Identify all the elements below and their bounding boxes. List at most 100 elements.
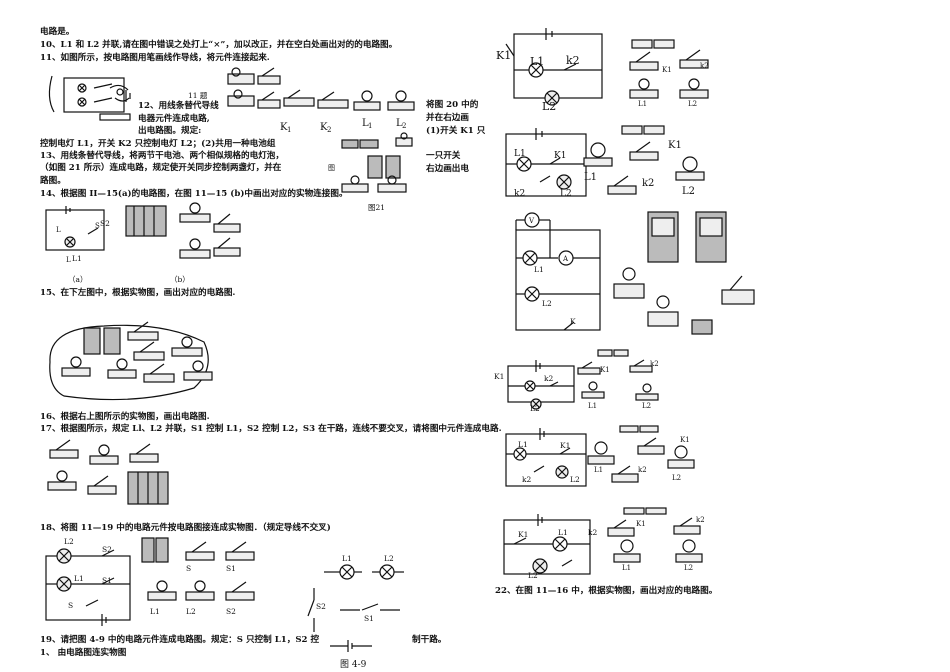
text-line: 路图。 bbox=[40, 176, 66, 186]
svg-text:L2: L2 bbox=[684, 564, 693, 572]
svg-text:L2: L2 bbox=[672, 474, 681, 482]
label-S1: S1 bbox=[102, 576, 112, 585]
svg-text:k2: k2 bbox=[650, 360, 659, 368]
label-K1: K1 bbox=[560, 441, 571, 450]
real-components-fig21: 图 bbox=[328, 132, 413, 193]
label-L1: L1 bbox=[530, 55, 545, 68]
label-L1: L1 bbox=[72, 254, 82, 263]
svg-text:K1: K1 bbox=[662, 66, 672, 74]
question-19: 19、请把图 4-9 中的电路元件连成电路图。规定：S 只控制 L1，S2 控 bbox=[40, 635, 320, 645]
label-L2: L2 bbox=[384, 554, 394, 563]
svg-text:k2: k2 bbox=[638, 466, 647, 474]
text-line: 并在右边画 bbox=[426, 113, 469, 123]
label-S: S bbox=[186, 564, 192, 573]
svg-text:K1: K1 bbox=[636, 520, 646, 528]
svg-text:K: K bbox=[320, 122, 328, 133]
symbols-fig4-9 bbox=[307, 564, 404, 652]
label-k2: k2 bbox=[514, 189, 526, 199]
svg-text:2: 2 bbox=[402, 122, 406, 130]
svg-text:L2: L2 bbox=[682, 186, 695, 197]
text-line: (1)开关 K1 只 bbox=[426, 126, 486, 136]
label-k2: k2 bbox=[566, 54, 580, 67]
real-components-q11 bbox=[99, 84, 131, 121]
svg-text:图: 图 bbox=[328, 164, 335, 172]
circuit-diagram-right-5 bbox=[505, 428, 587, 487]
svg-text:k2: k2 bbox=[696, 516, 705, 524]
question-14: 14、根据图 II—15(a)的电路图，在图 11—15 (b)中画出对应的实物… bbox=[40, 189, 348, 199]
text-line: 电器元件连成电路, bbox=[138, 114, 210, 124]
svg-text:V: V bbox=[528, 217, 535, 225]
figure-caption: 图21 bbox=[368, 203, 386, 212]
label-L1: L1 bbox=[534, 265, 544, 274]
real-components-q18 bbox=[141, 537, 255, 601]
text-line: 右边画出电 bbox=[426, 164, 469, 174]
label-K1: K1 bbox=[554, 151, 567, 161]
svg-text:S: S bbox=[95, 222, 100, 230]
text-line: 控制电灯 L1，开关 K2 只控制电灯 L2；(2)共用一种电池组 bbox=[40, 139, 276, 149]
svg-text:L1: L1 bbox=[594, 466, 603, 474]
real-components-q17 bbox=[47, 439, 169, 505]
label-K1: K1 bbox=[518, 530, 529, 539]
label-S2: S2 bbox=[102, 545, 112, 554]
label-L1: L1 bbox=[150, 607, 160, 616]
question-22: 22、在图 11—16 中，根据实物图，画出对应的电路图。 bbox=[495, 586, 718, 596]
real-components-right-4: K1 k2 L1 L2 bbox=[577, 349, 659, 410]
svg-text:k2: k2 bbox=[700, 62, 709, 70]
text-line: （如图 21 所示）连成电路，规定使开关同步控制两盏灯，并在 bbox=[40, 163, 282, 173]
svg-text:2: 2 bbox=[327, 126, 331, 134]
svg-text:L1: L1 bbox=[588, 402, 597, 410]
figure-caption: （b） bbox=[170, 275, 190, 284]
label-L1: L1 bbox=[558, 528, 568, 537]
svg-text:k2: k2 bbox=[642, 178, 654, 189]
svg-text:L1: L1 bbox=[584, 172, 597, 183]
label-L1: L1 bbox=[342, 554, 352, 563]
question-12: 12、用线条替代导线 bbox=[138, 101, 219, 111]
question-17: 17、根据图所示，规定 Ll、L2 并联，S1 控制 L1，S2 控制 L2，S… bbox=[40, 424, 502, 434]
svg-text:L: L bbox=[66, 256, 71, 264]
svg-text:L2: L2 bbox=[642, 402, 651, 410]
figure-caption: （a） bbox=[68, 275, 88, 284]
label-L2: L2 bbox=[530, 404, 540, 413]
label-L2: L2 bbox=[570, 475, 580, 484]
circuit-diagram-right-6 bbox=[503, 514, 591, 575]
svg-text:1: 1 bbox=[368, 122, 372, 130]
label-S2: S2 bbox=[226, 607, 236, 616]
svg-text:1: 1 bbox=[287, 126, 291, 134]
question-10: 10、L1 和 L2 并联,请在图中错误之处打上“×”，加以改正，并在空白处画出… bbox=[40, 40, 398, 50]
label-L2: L2 bbox=[542, 299, 552, 308]
svg-text:L1: L1 bbox=[638, 100, 647, 108]
figure-caption: 图 4-9 bbox=[340, 660, 367, 670]
label-L2: L2 bbox=[186, 607, 196, 616]
real-components-right-1: K1 k2 L1 L2 bbox=[629, 39, 709, 108]
label-L2: L2 bbox=[542, 100, 557, 113]
svg-text:L2: L2 bbox=[688, 100, 697, 108]
circuit-diagram-q18 bbox=[45, 548, 131, 626]
label-S: S bbox=[68, 601, 74, 610]
svg-text:L: L bbox=[362, 118, 369, 129]
text-line: 出电路图。规定: bbox=[138, 126, 202, 136]
text-line: 一只开关 bbox=[426, 151, 461, 161]
label-L1: L1 bbox=[518, 440, 528, 449]
question-16: 16、根据右上图所示的实物图，画出电路图. bbox=[40, 412, 210, 422]
question-18: 18、将图 11—19 中的电路元件按电路图接连成实物图．（规定导线不交叉) bbox=[40, 523, 331, 533]
label-L2: L2 bbox=[560, 189, 572, 199]
real-components-right-3 bbox=[613, 211, 755, 335]
svg-text:K1: K1 bbox=[600, 366, 610, 374]
circuit-diagram-right-4 bbox=[507, 360, 575, 410]
svg-text:K1: K1 bbox=[680, 436, 690, 444]
label-K1: K1 bbox=[494, 372, 505, 381]
figure-caption: 11 题 bbox=[188, 91, 208, 100]
label-S1: S1 bbox=[364, 614, 374, 623]
label-k2: k2 bbox=[522, 475, 532, 484]
label-K: K bbox=[570, 317, 576, 326]
label-k2: k2 bbox=[588, 528, 598, 537]
label-k2: k2 bbox=[544, 374, 554, 383]
label-S2: S2 bbox=[316, 602, 326, 611]
text-line: 电路是。 bbox=[40, 27, 75, 37]
label-L1: L1 bbox=[74, 574, 84, 583]
text-line: 1、 由电路图连实物图 bbox=[40, 648, 127, 658]
